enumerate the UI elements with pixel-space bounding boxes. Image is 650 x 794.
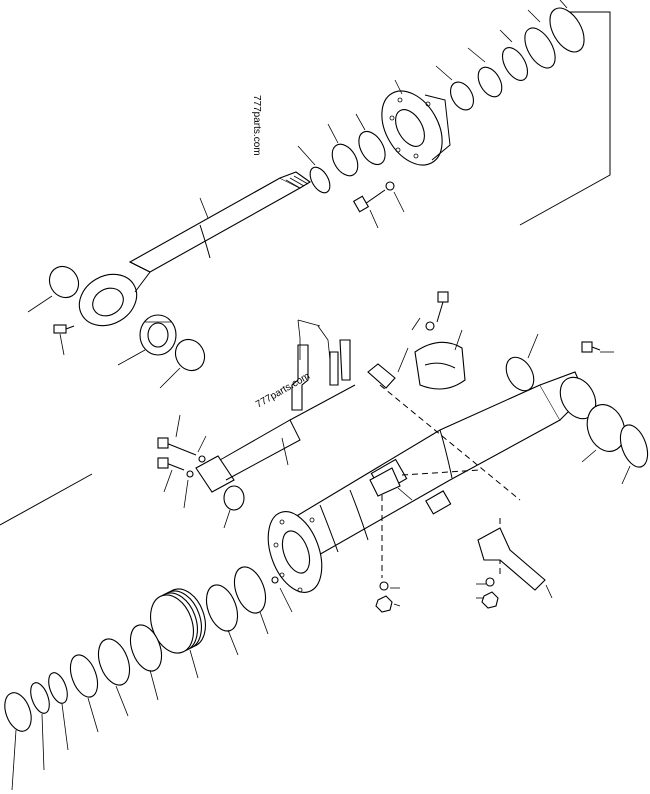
snap-ring-upper: [309, 166, 331, 194]
assembly-line-2: [401, 469, 481, 476]
washer-lower-1: [379, 581, 389, 591]
seal-top: [449, 81, 475, 111]
wear-ring-upper: [358, 130, 386, 166]
bolt-upper: [352, 181, 395, 213]
lower-tube-assembly: 777parts.com: [0, 291, 649, 791]
upper-rod-assembly: 777parts.com: [27, 0, 611, 389]
watermark-upper: 777parts.com: [251, 95, 262, 156]
bracket-lower: [477, 527, 546, 591]
bushing-top: [477, 66, 503, 98]
seal-ring-1: [233, 566, 267, 614]
nut-lower-2: [481, 591, 499, 609]
bushing-tube-end: [586, 404, 626, 452]
gland-flange: [381, 90, 451, 166]
piston-rod: [128, 171, 312, 273]
grease-fitting-right: [581, 341, 601, 353]
bushing-rod-eye: [139, 314, 177, 356]
pipe-flange: [195, 384, 356, 493]
bolt-lower-top: [425, 291, 449, 331]
seal-ring-3: [129, 624, 163, 672]
nut-lower-1: [375, 595, 393, 613]
packing-upper: [331, 143, 359, 177]
seal-ring-6: [48, 672, 68, 704]
pipe-coupler: [367, 363, 396, 389]
seal-ring-5: [69, 654, 99, 698]
seal-ring-4: [97, 638, 131, 686]
dust-seal-tube-end: [619, 424, 649, 468]
seal-rod-eye: [174, 338, 206, 372]
group-bracket-line-lower: [0, 473, 93, 526]
clamp: [414, 341, 466, 390]
retaining-ring-top: [501, 47, 529, 81]
bolt-lower-left-1: [157, 437, 206, 463]
wear-ring-right: [505, 356, 535, 392]
washer-lower-2: [485, 577, 495, 587]
o-ring-flange: [223, 485, 245, 511]
o-ring-top: [549, 7, 585, 53]
gland-flange-lower: [267, 511, 323, 593]
rod-head-eye: [78, 261, 151, 327]
dust-seal-left: [48, 265, 80, 299]
pipe-group: [291, 339, 351, 411]
backup-ring-top: [524, 27, 556, 69]
cylinder-tube: [289, 371, 597, 561]
grease-plug: [271, 576, 279, 584]
assembly-line-1: [379, 384, 521, 501]
grease-fitting-left: [53, 324, 75, 334]
watermark-lower: 777parts.com: [254, 371, 312, 411]
group-bracket-line-upper: [519, 11, 611, 226]
seal-ring-2: [205, 584, 239, 632]
bolt-lower-left-2: [157, 457, 194, 478]
bracket-upper: [369, 467, 401, 497]
seal-ring-7: [30, 682, 50, 714]
packing-stack: [150, 588, 206, 654]
seal-ring-8: [4, 692, 32, 732]
